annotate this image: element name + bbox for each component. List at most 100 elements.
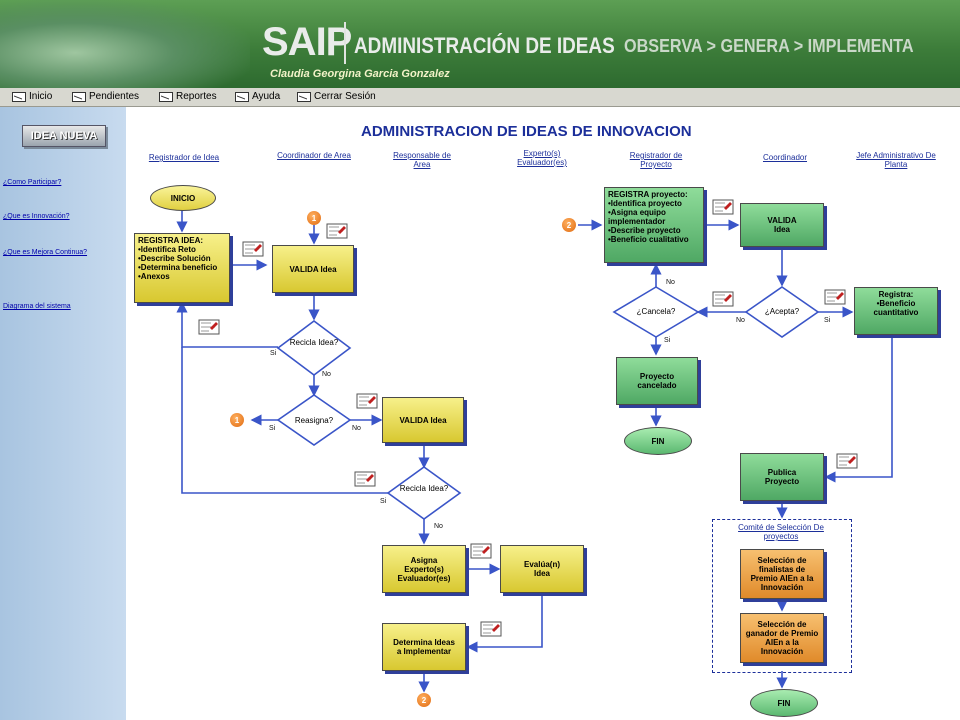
publica-proyecto-box: Publica Proyecto: [740, 453, 824, 501]
registra-beneficio-box: Registra: •Beneficio cuantitativo: [854, 287, 938, 335]
label-no: No: [434, 523, 443, 530]
menu-item-pendientes[interactable]: Pendientes: [72, 91, 139, 102]
label-si: Si: [270, 350, 277, 357]
valida-idea-box: VALIDA Idea: [272, 245, 354, 293]
box-item: •Identifica Reto: [138, 245, 196, 254]
label-no: No: [352, 425, 361, 432]
start-node: INICIO: [150, 185, 216, 211]
end-node-2: FIN: [750, 689, 818, 717]
mail-icon: [297, 91, 311, 102]
menu-bar: Inicio Pendientes Reportes Ayuda Cerrar …: [0, 88, 960, 107]
header-banner: SAIP ADMINISTRACIÓN DE IDEAS OBSERVA > G…: [0, 0, 960, 88]
menu-label: Pendientes: [89, 91, 140, 102]
box-item: •Identifica proyecto: [608, 199, 682, 208]
mail-icon: [159, 91, 173, 102]
registra-proyecto-box: REGISTRA proyecto: •Identifica proyecto …: [604, 187, 704, 263]
lane-jefe-administrativo: Jefe Administrativo De Planta: [856, 151, 936, 169]
decision-label-recicla: Recicla Idea?: [289, 338, 339, 347]
box-title: REGISTRA IDEA:: [138, 236, 204, 245]
menu-label: Inicio: [29, 91, 53, 102]
connector-2-icon: 2: [417, 693, 431, 707]
sidebar: IDEA NUEVA ¿Como Participar? ¿Que es Inn…: [0, 107, 126, 720]
seleccion-finalistas-box: Selección de finalistas de Premio AlEn a…: [740, 549, 824, 599]
box-item: •Describe Solución: [138, 254, 211, 263]
mail-icon: [12, 91, 26, 102]
menu-item-reportes[interactable]: Reportes: [159, 91, 217, 102]
box-item: •Determina beneficio: [138, 263, 218, 272]
menu-label: Reportes: [176, 91, 217, 102]
link-que-es-mejora-continua[interactable]: ¿Que es Mejora Continua?: [3, 249, 88, 256]
user-name: Claudia Georgina Garcia Gonzalez: [270, 68, 450, 80]
lane-responsable-area: Responsable de Area: [393, 151, 451, 169]
label-si: Si: [269, 425, 276, 432]
flowchart-connectors: [176, 209, 893, 693]
box-item: •Beneficio cuantitativo: [873, 299, 919, 317]
menu-item-inicio[interactable]: Inicio: [12, 91, 52, 102]
link-como-participar[interactable]: ¿Como Participar?: [3, 179, 62, 186]
registra-idea-box: REGISTRA IDEA: •Identifica Reto •Describ…: [134, 233, 230, 303]
comite-seleccion-group: [712, 519, 852, 673]
decision-label-acepta: ¿Acepta?: [764, 307, 800, 316]
connector-1-icon: 1: [307, 211, 321, 225]
mail-icon: [235, 91, 249, 102]
decision-acepta: [744, 286, 820, 338]
label-si: Si: [664, 337, 671, 344]
valida-idea-box-3: VALIDA Idea: [740, 203, 824, 247]
document-icon: [354, 471, 376, 487]
document-icon: [480, 621, 502, 637]
comite-label: Comité de Selección De proyectos: [738, 523, 824, 541]
document-icon: [824, 289, 846, 305]
banner-graphic: [0, 0, 250, 88]
document-icon: [242, 241, 264, 257]
mail-icon: [72, 91, 86, 102]
seleccion-ganador-box: Selección de ganador de Premio AlEn a la…: [740, 613, 824, 663]
menu-item-ayuda[interactable]: Ayuda: [235, 91, 280, 102]
box-item: •Asigna equipo implementador: [608, 208, 666, 226]
decision-label-recicla-2: Recicla Idea?: [399, 484, 449, 493]
proyecto-cancelado-box: Proyecto cancelado: [616, 357, 698, 405]
diagram-title: ADMINISTRACION DE IDEAS DE INNOVACION: [361, 123, 692, 140]
connector-2-icon: 2: [562, 218, 576, 232]
document-icon: [470, 543, 492, 559]
idea-nueva-button[interactable]: IDEA NUEVA: [22, 125, 106, 147]
box-title: REGISTRA proyecto:: [608, 190, 688, 199]
menu-label: Cerrar Sesión: [314, 91, 376, 102]
label-no: No: [322, 371, 331, 378]
label-si: Si: [380, 498, 387, 505]
lane-registrador-idea: Registrador de Idea: [148, 153, 220, 162]
decision-label-cancela: ¿Cancela?: [636, 307, 676, 316]
document-icon: [836, 453, 858, 469]
link-diagrama-sistema[interactable]: Diagrama del sistema: [3, 303, 71, 310]
valida-idea-box-2: VALIDA Idea: [382, 397, 464, 443]
module-title: ADMINISTRACIÓN DE IDEAS: [354, 33, 615, 58]
lane-coordinador: Coordinador: [762, 153, 808, 162]
determina-ideas-box: Determina Ideas a Implementar: [382, 623, 466, 671]
decision-recicla-idea: [276, 320, 352, 376]
decision-recicla-idea-2: [386, 466, 462, 520]
box-item: •Anexos: [138, 272, 170, 281]
lane-expertos-evaluadores: Experto(s) Evaluador(es): [517, 149, 567, 167]
tagline: OBSERVA > GENERA > IMPLEMENTA: [624, 36, 914, 56]
box-item: •Describe proyecto: [608, 226, 681, 235]
lane-registrador-proyecto: Registrador de Proyecto: [629, 151, 683, 169]
brand-divider: [344, 22, 346, 64]
decision-label-reasigna: Reasigna?: [294, 416, 334, 425]
brand-logo: SAIP: [262, 20, 352, 64]
connector-1-icon: 1: [230, 413, 244, 427]
menu-label: Ayuda: [252, 91, 281, 102]
document-icon: [712, 291, 734, 307]
document-icon: [326, 223, 348, 239]
menu-item-cerrar-sesion[interactable]: Cerrar Sesión: [297, 91, 376, 102]
document-icon: [712, 199, 734, 215]
asigna-expertos-box: Asigna Experto(s) Evaluador(es): [382, 545, 466, 593]
box-title: Registra:: [878, 290, 914, 299]
box-item: •Beneficio cualitativo: [608, 235, 689, 244]
evalua-idea-box: Evalúa(n) Idea: [500, 545, 584, 593]
flowchart-area: ADMINISTRACION DE IDEAS DE INNOVACION Re…: [126, 107, 960, 720]
lane-coordinador-area: Coordinador de Area: [277, 151, 351, 160]
link-que-es-innovacion[interactable]: ¿Que es Innovación?: [3, 213, 70, 220]
label-no: No: [666, 279, 675, 286]
document-icon: [198, 319, 220, 335]
label-no: No: [736, 317, 745, 324]
label-si: Si: [824, 317, 831, 324]
